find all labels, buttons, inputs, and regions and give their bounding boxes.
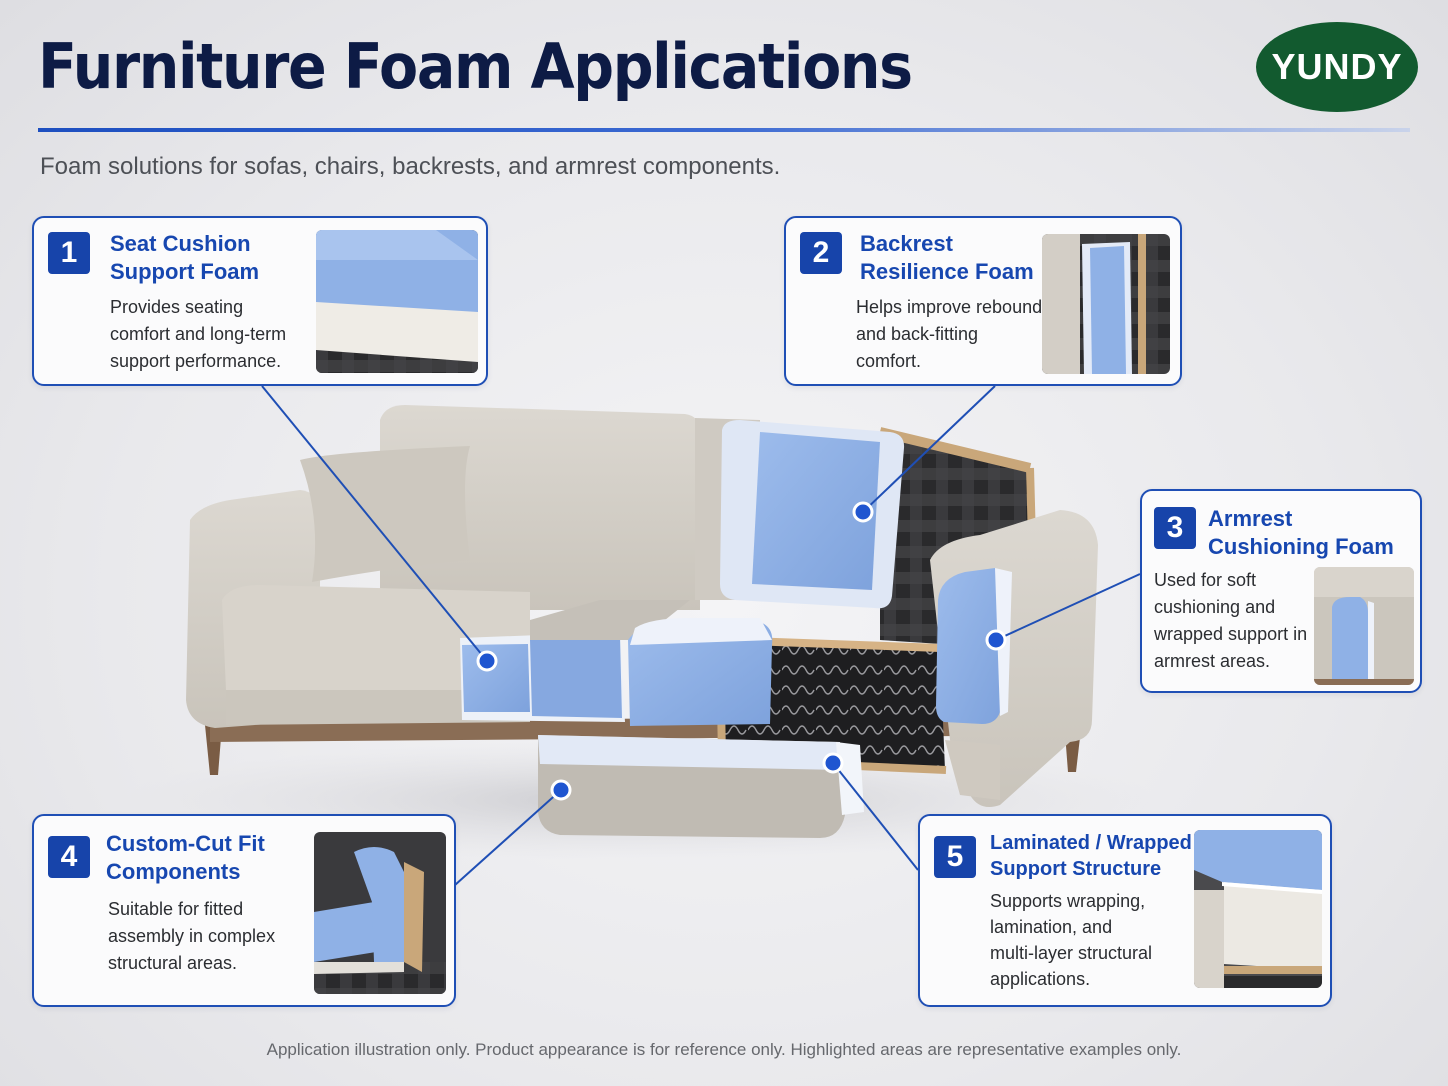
callout-number: 1 [48,232,90,274]
laminated-thumbnail [1194,830,1322,988]
callout-number: 3 [1154,507,1196,549]
callout-number: 5 [934,836,976,878]
callout-custom-cut: 4 Custom-Cut Fit Components Suitable for… [32,814,456,1007]
callout-title: Laminated / Wrapped Support Structure [990,832,1192,880]
armrest-foam-thumbnail [1314,567,1414,685]
custom-cut-thumbnail [314,832,446,994]
callout-description: Helps improve rebound and back-fitting c… [856,297,1043,371]
brand-logo: YUNDY [1256,22,1418,112]
title-divider [38,128,1410,132]
callout-description: Supports wrapping, lamination, and multi… [990,891,1153,989]
callout-number: 2 [800,232,842,274]
callout-number: 4 [48,836,90,878]
callout-seat-cushion: 1 Seat Cushion Support Foam Provides sea… [32,216,488,386]
page-subtitle: Foam solutions for sofas, chairs, backre… [40,153,781,180]
brand-logo-text: YUNDY [1271,46,1403,87]
seat-foam-thumbnail [316,230,478,373]
callout-title: Seat Cushion Support Foam [110,231,260,284]
callout-description: Suitable for fitted assembly in complex … [108,899,276,973]
callout-title: Backrest Resilience Foam [860,231,1034,284]
backrest-foam-thumbnail [1042,234,1170,374]
callout-armrest: 3 Armrest Cushioning Foam Used for soft … [1140,489,1422,693]
callout-title: Armrest Cushioning Foam [1208,506,1394,559]
callout-backrest: 2 Backrest Resilience Foam Helps improve… [784,216,1182,386]
callout-title: Custom-Cut Fit Components [106,831,265,884]
callout-laminated: 5 Laminated / Wrapped Support Structure … [918,814,1332,1007]
page-title: Furniture Foam Applications [38,30,913,103]
disclaimer-note: Application illustration only. Product a… [266,1040,1182,1059]
callout-description: Provides seating comfort and long-term s… [110,297,287,371]
callout-description: Used for soft cushioning and wrapped sup… [1154,570,1308,671]
